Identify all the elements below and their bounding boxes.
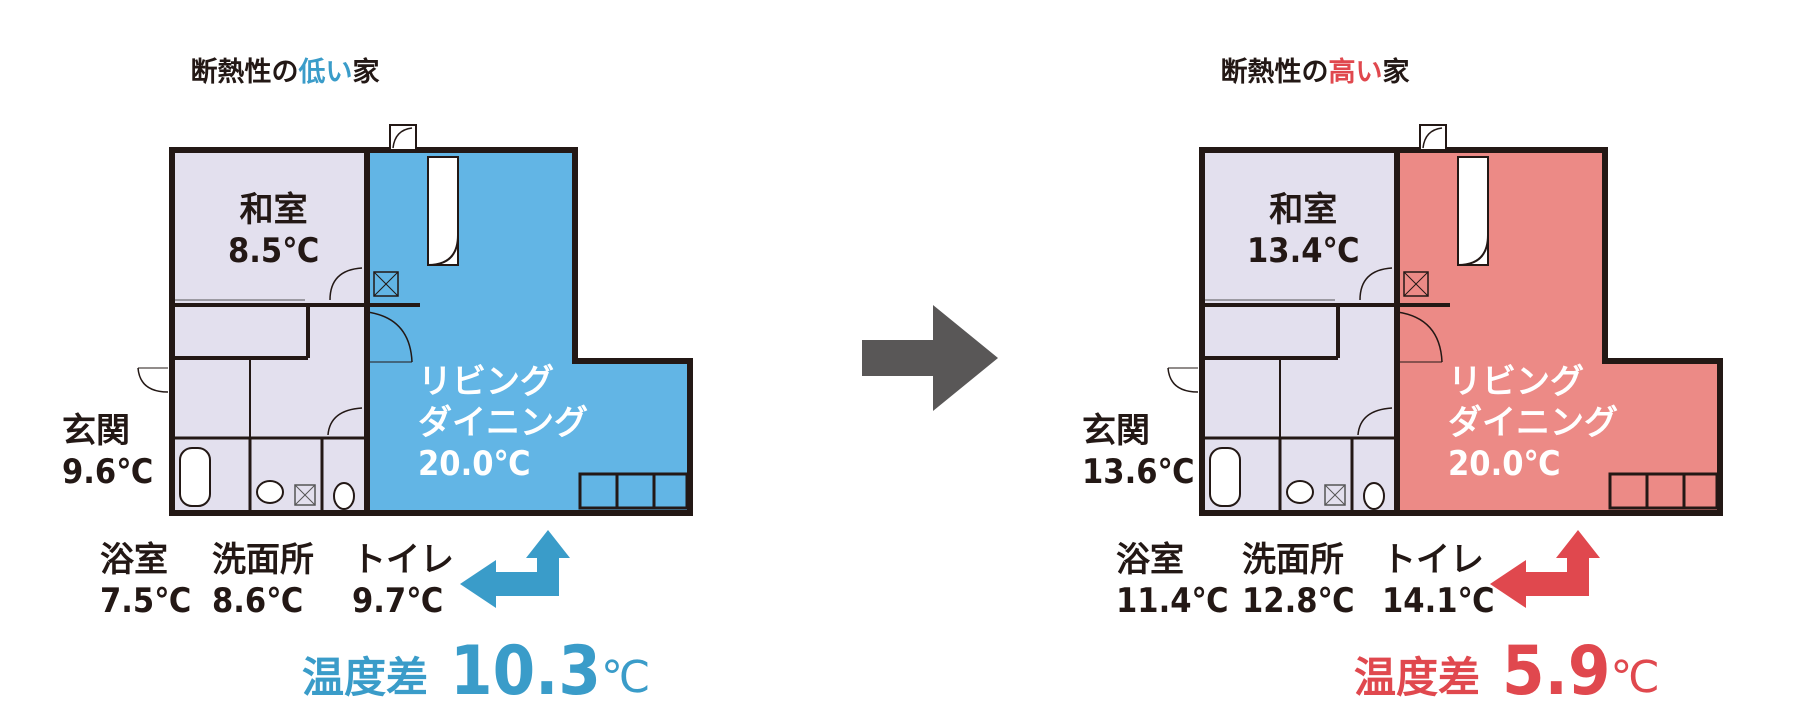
- temperature-difference: 温度差 10.3 ℃: [302, 632, 651, 711]
- room-washitsu: 和室 8.5℃: [228, 190, 319, 272]
- room-name: 浴室: [100, 540, 168, 580]
- temperature-difference: 温度差 5.9 ℃: [1354, 632, 1660, 711]
- room-name: ダイニング: [418, 403, 588, 443]
- diff-value: 5.9: [1502, 632, 1611, 711]
- transition-arrow-icon: [862, 305, 998, 411]
- washbasin-icon: [256, 480, 284, 504]
- title-prefix: 断熱性の: [190, 57, 299, 88]
- room-living: リビング ダイニング 20.0℃: [1448, 362, 1618, 485]
- room-name: トイレ: [1382, 540, 1484, 580]
- room-yokushitsu: 浴室 11.4℃: [1116, 540, 1229, 622]
- vent-icon: [1403, 271, 1429, 297]
- panel-title: 断熱性の低い家: [135, 50, 435, 89]
- title-highlight: 低い: [298, 57, 353, 88]
- room-temp: 20.0℃: [418, 444, 531, 484]
- room-name: 浴室: [1116, 540, 1184, 580]
- door-swing: [366, 311, 413, 363]
- bathtub-icon: [1209, 447, 1241, 507]
- room-temp: 14.1℃: [1382, 581, 1495, 621]
- room-genkan: 玄関 13.6℃: [1082, 411, 1195, 493]
- toilet-icon: [1363, 482, 1385, 510]
- diff-unit: ℃: [1610, 652, 1660, 703]
- title-highlight: 高い: [1328, 57, 1383, 88]
- vent-icon: [373, 271, 399, 297]
- door-swing: [1359, 267, 1393, 301]
- diff-label: 温度差: [1354, 653, 1481, 702]
- room-washitsu: 和室 13.4℃: [1247, 190, 1360, 272]
- room-name: 洗面所: [212, 540, 314, 580]
- floor-plan: [137, 124, 693, 608]
- vent-icon: [294, 484, 316, 506]
- room-genkan: 玄関 9.6℃: [62, 411, 153, 493]
- door-swing: [137, 367, 169, 393]
- room-temp: 9.6℃: [62, 452, 154, 492]
- room-temp: 12.8℃: [1242, 581, 1355, 621]
- room-temp: 8.5℃: [228, 231, 320, 271]
- title-suffix: 家: [1382, 57, 1410, 88]
- room-yokushitsu: 浴室 7.5℃: [100, 540, 191, 622]
- room-name: 和室: [1269, 190, 1338, 230]
- room-name: リビング: [418, 362, 554, 402]
- stair-strip: [427, 156, 459, 266]
- room-temp: 13.4℃: [1247, 231, 1360, 271]
- room-name: ダイニング: [1448, 403, 1618, 443]
- panel-title: 断熱性の高い家: [1165, 50, 1465, 89]
- bathtub-icon: [179, 447, 211, 507]
- airflow-arrow: [460, 530, 570, 608]
- room-name: 玄関: [62, 411, 130, 451]
- room-name: トイレ: [352, 540, 454, 580]
- door-swing: [1396, 311, 1443, 363]
- stair-strip: [1457, 156, 1489, 266]
- room-toilet: トイレ 9.7℃: [352, 540, 454, 622]
- toilet-icon: [333, 482, 355, 510]
- airflow-arrow: [1490, 530, 1600, 608]
- room-temp: 7.5℃: [100, 581, 192, 621]
- room-living: リビング ダイニング 20.0℃: [418, 362, 588, 485]
- window-icon: [389, 124, 417, 151]
- low-insulation-panel: 断熱性の低い家: [62, 50, 693, 711]
- outer-wall: [169, 147, 693, 516]
- door-swing: [1357, 407, 1393, 436]
- room-name: 和室: [239, 190, 308, 230]
- room-senmenjo: 洗面所 8.6℃: [212, 540, 314, 622]
- diff-value: 10.3: [450, 632, 601, 711]
- diff-label: 温度差: [302, 653, 429, 702]
- door-swing: [1167, 367, 1199, 393]
- washbasin-icon: [1286, 480, 1314, 504]
- room-temp: 11.4℃: [1116, 581, 1229, 621]
- title-prefix: 断熱性の: [1220, 57, 1329, 88]
- door-swing: [329, 267, 363, 301]
- room-name: リビング: [1448, 362, 1584, 402]
- room-senmenjo: 洗面所 12.8℃: [1242, 540, 1355, 622]
- title-suffix: 家: [352, 57, 380, 88]
- room-temp: 13.6℃: [1082, 452, 1195, 492]
- high-insulation-panel: 断熱性の高い家: [1030, 0, 1800, 727]
- room-toilet: トイレ 14.1℃: [1382, 540, 1495, 622]
- door-swing: [327, 407, 363, 436]
- diff-unit: ℃: [600, 652, 651, 703]
- window-icon: [1419, 124, 1447, 151]
- room-name: 玄関: [1082, 411, 1150, 451]
- room-temp: 9.7℃: [352, 581, 444, 621]
- outer-wall: [1199, 147, 1723, 516]
- room-temp: 20.0℃: [1448, 444, 1561, 484]
- room-name: 洗面所: [1242, 540, 1344, 580]
- floor-plan: [1167, 124, 1723, 608]
- room-temp: 8.6℃: [212, 581, 304, 621]
- vent-icon: [1324, 484, 1346, 506]
